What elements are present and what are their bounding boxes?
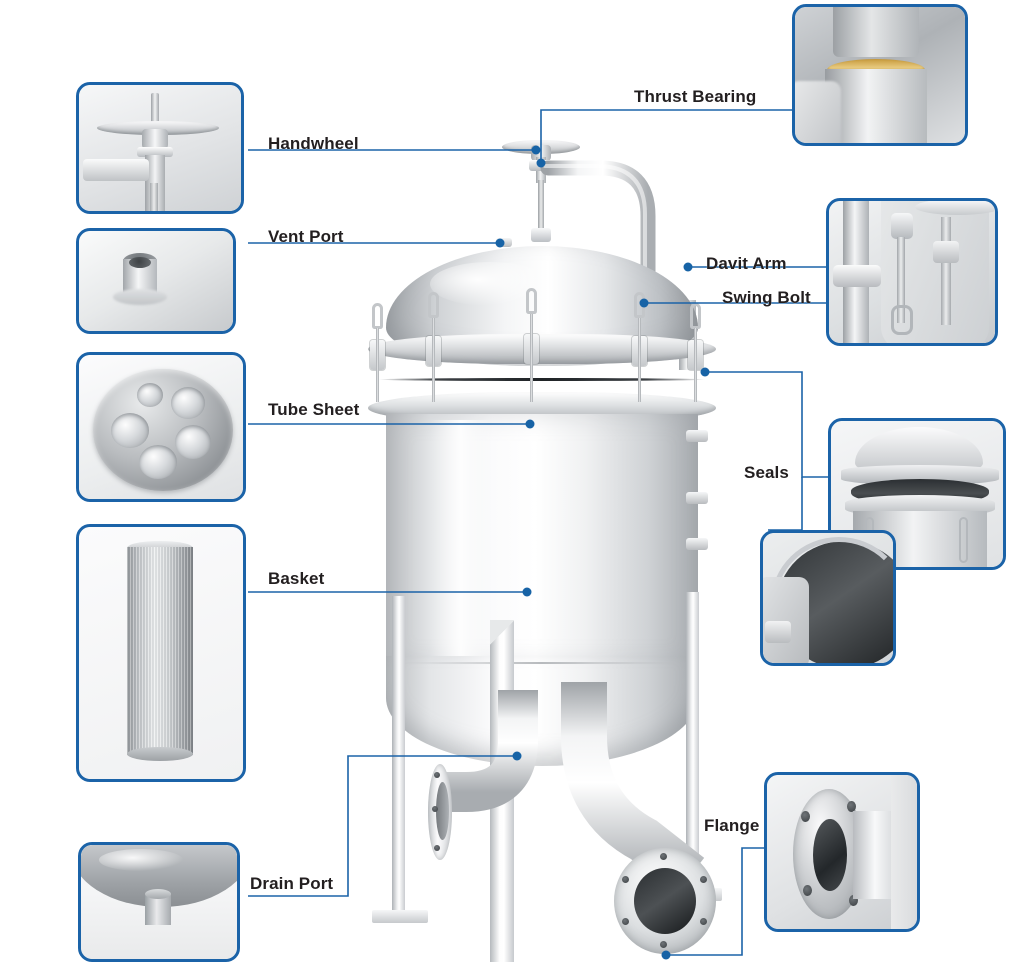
callout-handwheel[interactable] [76,82,244,214]
outlet-pipe [561,682,705,895]
label-swing-bolt: Swing Bolt [722,288,811,307]
photo-pipe-flange [767,775,917,929]
photo-vent-port-boss [79,231,233,331]
swing-bolt-eye [428,292,439,318]
swing-bolt-rod [376,328,379,402]
swing-bolt-eye [634,292,645,318]
side-nozzle-lower [686,538,708,550]
swing-bolt-eye [690,303,701,329]
photo-handwheel-valve-stem [79,85,241,211]
inlet-flange-bore [436,782,449,840]
flange-bolt-hole [700,918,707,925]
callout-tube-sheet[interactable] [76,352,246,502]
callout-thrust-bearing[interactable] [792,4,968,146]
support-leg-back [686,592,699,892]
side-nozzle-upper [686,430,708,442]
upper-clamp-ring [368,334,716,364]
outlet-flange-bore [634,868,696,934]
label-thrust-bearing: Thrust Bearing [634,87,757,106]
flange-bolt-hole [622,876,629,883]
label-tube-sheet: Tube Sheet [268,400,360,419]
vessel-bottom-seam [388,662,696,664]
swing-bolt-eye [372,303,383,329]
callout-seals-lid[interactable] [828,418,1006,570]
vent-port-boss [496,238,512,247]
callout-basket[interactable] [76,524,246,782]
vessel-bottom-head [386,656,698,766]
label-flange: Flange [704,816,760,835]
label-vent-port: Vent Port [268,227,344,246]
photo-thrust-bearing-ring [795,7,965,143]
photo-o-ring-gasket [763,533,893,663]
photo-filter-basket [79,527,243,779]
label-seals: Seals [744,463,789,482]
side-nozzle-mid [686,492,708,504]
photo-drain-port-nozzle [81,845,237,959]
callout-drain-port[interactable] [78,842,240,962]
dome-highlight [430,262,550,306]
flange-parting-line [378,378,706,381]
callout-davit-arm[interactable] [826,198,998,346]
swing-bolt-rod [638,318,641,402]
swing-bolt-rod [530,314,533,402]
callout-seals-gasket[interactable] [760,530,896,666]
photo-davit-arm-post [829,201,995,343]
stem-shaft [538,180,544,238]
flange-bolt-hole [434,845,440,851]
flange-bolt-hole [622,918,629,925]
callout-flange[interactable] [764,772,920,932]
label-handwheel: Handwheel [268,134,359,153]
flange-bolt-hole [660,941,667,948]
flange-bolt-hole [700,876,707,883]
stem-nut [531,228,551,242]
davit-arm [540,160,656,308]
photo-tube-sheet-plate [79,355,243,499]
label-davit-arm: Davit Arm [706,254,787,273]
support-leg-front-bevel [490,620,514,646]
callout-vent-port[interactable] [76,228,236,334]
swing-bolt-rod [432,318,435,402]
flange-bolt-hole [432,806,438,812]
vessel-body-highlight [430,420,492,664]
base-plate-left [372,910,428,923]
label-drain-port: Drain Port [250,874,334,893]
label-basket: Basket [268,569,325,588]
flange-bolt-hole [434,772,440,778]
flange-bolt-hole [660,853,667,860]
swing-bolt-rod [694,328,697,402]
swing-bolt-eye [526,288,537,314]
